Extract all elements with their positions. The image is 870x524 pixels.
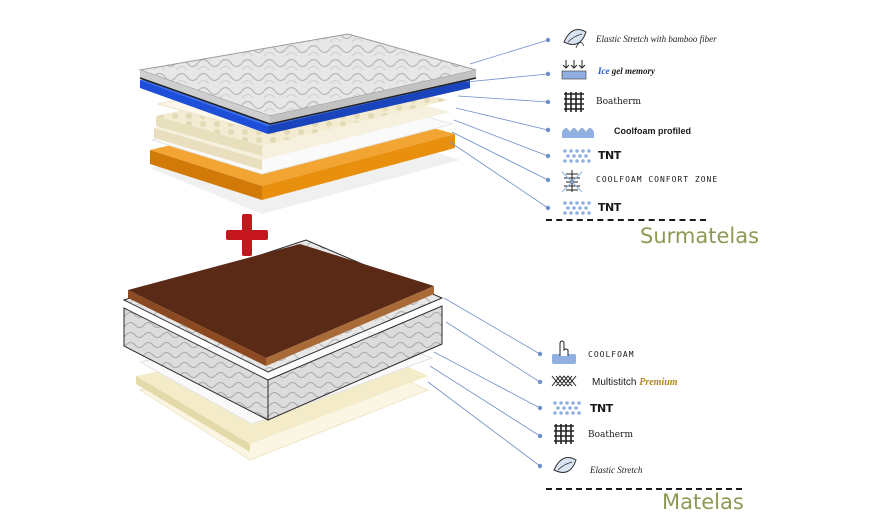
label-coolfoam-profiled: Coolfoam profiled bbox=[614, 126, 691, 136]
label-elastic-stretch-bamboo: Elastic Stretch with bamboo fiber bbox=[596, 34, 717, 44]
weave-grid-icon bbox=[564, 92, 584, 112]
hand-press-foam-icon bbox=[552, 340, 576, 364]
label-ice: Ice bbox=[598, 66, 610, 76]
topper-leader-lines bbox=[449, 37, 551, 211]
quilted-cover-side bbox=[270, 70, 476, 124]
brown-coolfoam-front bbox=[128, 290, 266, 366]
label-coolfoam-confort-zone: COOLFOAM CONFORT ZONE bbox=[596, 175, 719, 184]
nonwoven-dots-icon bbox=[563, 201, 591, 215]
topper-stack bbox=[138, 33, 477, 214]
ice-gel-memory-front bbox=[140, 80, 268, 134]
cooling-arrows-icon bbox=[561, 60, 587, 80]
plus-sign bbox=[226, 214, 268, 256]
section-title-surmatelas: Surmatelas bbox=[640, 224, 760, 248]
leaf-fabric-icon bbox=[553, 457, 577, 473]
label-boatherm: Boatherm bbox=[596, 97, 641, 107]
label-coolfoam: COOLFOAM bbox=[588, 350, 635, 359]
brown-coolfoam-side bbox=[266, 286, 434, 366]
orange-foam-side bbox=[262, 134, 455, 200]
label-tnt: TNT bbox=[590, 402, 613, 415]
weave-grid-icon bbox=[554, 424, 574, 444]
crosshatch-stitch-icon bbox=[551, 375, 577, 387]
label-multistitch: Multistitch bbox=[592, 377, 637, 388]
spring-zone-icon bbox=[561, 170, 583, 193]
ice-gel-memory-side bbox=[268, 80, 470, 134]
label-multistitch-premium: Multistitch Premium bbox=[592, 377, 678, 388]
orange-foam-front bbox=[150, 150, 262, 200]
cream-foam-front bbox=[136, 376, 250, 452]
mattress-leader-lines bbox=[427, 297, 543, 469]
profiled-coolfoam-front bbox=[156, 116, 262, 156]
quilted-cover-front bbox=[140, 70, 270, 124]
label-tnt: TNT bbox=[598, 201, 621, 214]
leaf-fabric-icon bbox=[563, 29, 587, 49]
nonwoven-dots-icon bbox=[553, 401, 581, 415]
mattress-side-panel bbox=[267, 305, 443, 421]
cover-binding bbox=[139, 77, 477, 125]
confort-zone-foam-front bbox=[154, 128, 262, 170]
nonwoven-dots-icon bbox=[563, 149, 591, 163]
profiled-foam-icon bbox=[562, 128, 594, 138]
label-gel-memory: gel memory bbox=[611, 66, 655, 76]
label-tnt: TNT bbox=[598, 149, 621, 162]
topper-divider bbox=[546, 219, 706, 221]
section-title-matelas: Matelas bbox=[662, 490, 744, 514]
label-boatherm: Boatherm bbox=[588, 430, 633, 440]
mattress-stack bbox=[122, 239, 444, 461]
label-ice-gel-memory: Ice gel memory bbox=[598, 66, 655, 76]
label-premium: Premium bbox=[639, 377, 678, 388]
label-elastic-stretch: Elastic Stretch bbox=[590, 465, 643, 475]
mattress-divider bbox=[546, 488, 742, 490]
brown-coolfoam-top bbox=[128, 244, 434, 358]
